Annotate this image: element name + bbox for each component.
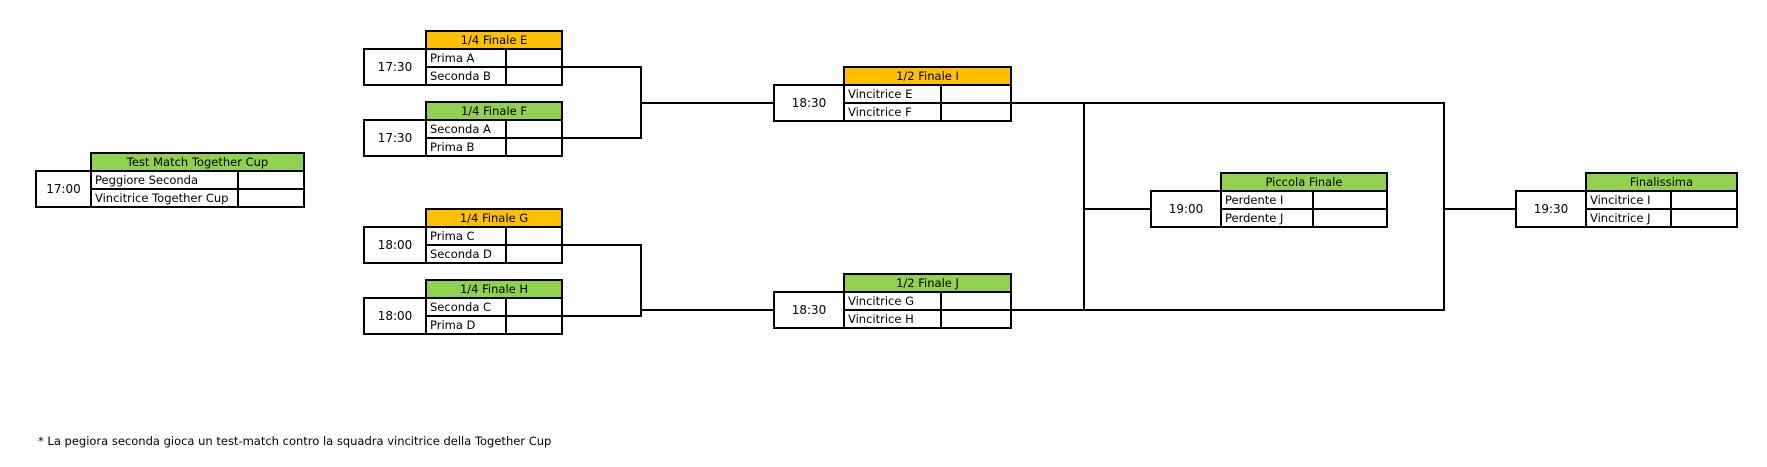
team-name: Prima D [425, 315, 507, 335]
match-quarterfinal-h: 1/4 Finale H 18:00 Seconda C Prima D [363, 279, 563, 335]
match-time: 18:30 [773, 84, 845, 122]
footnote: * La pegiora seconda gioca un test-match… [38, 434, 552, 448]
match-header: 1/2 Finale J [843, 273, 1012, 293]
connector-into-finalissima [1443, 208, 1517, 210]
score-cell[interactable] [940, 102, 1012, 122]
match-semifinal-j: 1/2 Finale J 18:30 Vincitrice G Vincitri… [773, 273, 1012, 329]
match-header: 1/4 Finale E [425, 30, 563, 50]
score-cell[interactable] [237, 188, 305, 208]
connector-e-out [561, 66, 642, 68]
match-header: Finalissima [1585, 172, 1738, 192]
connector-gh-junction [640, 244, 642, 317]
match-header: 1/4 Finale G [425, 208, 563, 228]
match-time: 19:00 [1150, 190, 1222, 228]
score-cell[interactable] [505, 226, 563, 246]
score-cell[interactable] [940, 309, 1012, 329]
team-name: Seconda B [425, 66, 507, 86]
score-cell[interactable] [505, 66, 563, 86]
score-cell[interactable] [237, 170, 305, 190]
match-time: 18:30 [773, 291, 845, 329]
score-cell[interactable] [940, 84, 1012, 104]
score-cell[interactable] [1670, 190, 1738, 210]
match-piccola-finale: Piccola Finale 19:00 Perdente I Perdente… [1150, 172, 1388, 228]
team-name: Seconda A [425, 119, 507, 139]
match-test-match-together-cup: Test Match Together Cup 17:00 Peggiore S… [35, 152, 305, 208]
score-cell[interactable] [940, 291, 1012, 311]
team-name: Seconda D [425, 244, 507, 264]
match-quarterfinal-f: 1/4 Finale F 17:30 Seconda A Prima B [363, 101, 563, 157]
match-finalissima: Finalissima 19:30 Vincitrice I Vincitric… [1515, 172, 1738, 228]
match-time: 19:30 [1515, 190, 1587, 228]
connector-i-out [1010, 102, 1445, 104]
team-name: Vincitrice H [843, 309, 942, 329]
team-name: Perdente J [1220, 208, 1314, 228]
match-header: 1/2 Finale I [843, 66, 1012, 86]
connector-losers-rail [1083, 102, 1085, 311]
score-cell[interactable] [505, 48, 563, 68]
match-time: 18:00 [363, 226, 427, 264]
connector-f-out [561, 137, 642, 139]
match-time: 17:30 [363, 119, 427, 157]
connector-h-out [561, 315, 642, 317]
match-header: 1/4 Finale H [425, 279, 563, 299]
connector-into-piccola-finale [1083, 208, 1152, 210]
match-time: 17:30 [363, 48, 427, 86]
team-name: Peggiore Seconda [90, 170, 239, 190]
team-name: Prima A [425, 48, 507, 68]
team-name: Vincitrice J [1585, 208, 1672, 228]
match-header: 1/4 Finale F [425, 101, 563, 121]
team-name: Vincitrice F [843, 102, 942, 122]
score-cell[interactable] [1312, 190, 1388, 210]
team-name: Vincitrice Together Cup [90, 188, 239, 208]
score-cell[interactable] [505, 137, 563, 157]
score-cell[interactable] [1670, 208, 1738, 228]
match-semifinal-i: 1/2 Finale I 18:30 Vincitrice E Vincitri… [773, 66, 1012, 122]
match-header: Piccola Finale [1220, 172, 1388, 192]
match-header: Test Match Together Cup [90, 152, 305, 172]
match-time: 17:00 [35, 170, 92, 208]
match-time: 18:00 [363, 297, 427, 335]
match-quarterfinal-e: 1/4 Finale E 17:30 Prima A Seconda B [363, 30, 563, 86]
match-quarterfinal-g: 1/4 Finale G 18:00 Prima C Seconda D [363, 208, 563, 264]
team-name: Prima C [425, 226, 507, 246]
score-cell[interactable] [505, 315, 563, 335]
score-cell[interactable] [505, 119, 563, 139]
team-name: Prima B [425, 137, 507, 157]
score-cell[interactable] [1312, 208, 1388, 228]
score-cell[interactable] [505, 297, 563, 317]
connector-j-out [1010, 309, 1445, 311]
team-name: Vincitrice G [843, 291, 942, 311]
team-name: Vincitrice E [843, 84, 942, 104]
team-name: Perdente I [1220, 190, 1314, 210]
connector-into-semifinal-i [640, 102, 775, 104]
connector-g-out [561, 244, 642, 246]
connector-into-semifinal-j [640, 309, 775, 311]
team-name: Seconda C [425, 297, 507, 317]
connector-winners-rail [1443, 102, 1445, 311]
score-cell[interactable] [505, 244, 563, 264]
team-name: Vincitrice I [1585, 190, 1672, 210]
